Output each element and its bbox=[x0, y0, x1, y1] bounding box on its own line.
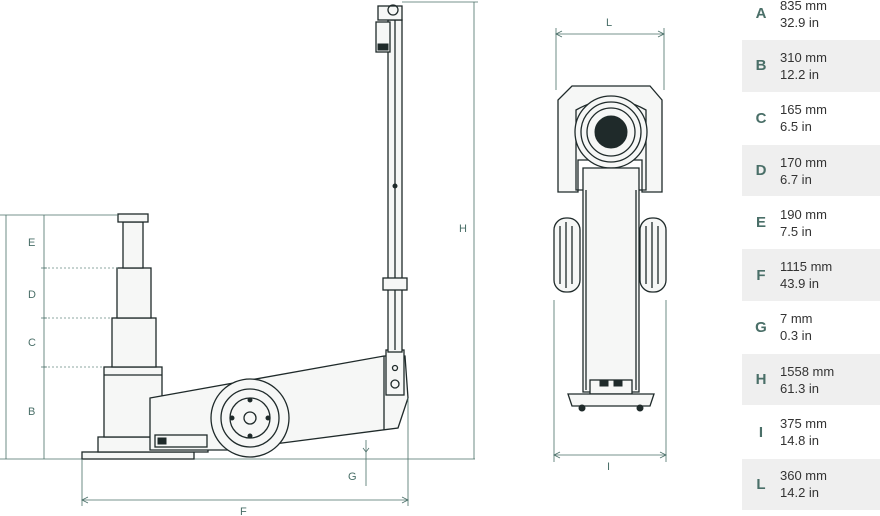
spec-mm: 835 mm bbox=[780, 0, 827, 13]
spec-in: 43.9 in bbox=[780, 276, 820, 292]
dim-label-g: G bbox=[348, 471, 357, 483]
spec-letter: A bbox=[755, 5, 767, 23]
spec-letter: B bbox=[755, 57, 767, 75]
spec-letter: I bbox=[758, 423, 764, 441]
spec-in: 32.9 in bbox=[780, 14, 820, 30]
dim-label-c: C bbox=[28, 337, 36, 349]
dim-label-l: L bbox=[606, 17, 612, 29]
spec-mm: 375 mm bbox=[780, 416, 827, 432]
spec-letter: D bbox=[755, 162, 767, 180]
spec-in: 14.8 in bbox=[780, 433, 820, 449]
spec-letter: F bbox=[756, 266, 766, 284]
spec-letter: G bbox=[755, 318, 767, 336]
spec-mm: 310 mm bbox=[780, 49, 827, 65]
technical-drawing: E D C B H G F L bbox=[0, 1, 667, 516]
dim-label-b: B bbox=[28, 406, 35, 418]
spec-in: 12.2 in bbox=[780, 66, 820, 82]
spec-mm: 7 mm bbox=[780, 311, 813, 327]
spec-mm: 170 mm bbox=[780, 154, 827, 170]
spec-letter: H bbox=[755, 371, 767, 389]
spec-mm: 360 mm bbox=[780, 468, 827, 484]
spec-mm: 190 mm bbox=[780, 206, 827, 222]
spec-letter: E bbox=[755, 214, 766, 232]
spec-letter: L bbox=[756, 475, 766, 493]
spec-in: 0.3 in bbox=[780, 328, 812, 344]
spec-mm: 1558 mm bbox=[780, 363, 835, 379]
spec-in: 61.3 in bbox=[780, 380, 820, 396]
spec-mm: 165 mm bbox=[780, 102, 827, 118]
dim-label-i: I bbox=[607, 461, 610, 473]
dim-label-d: D bbox=[28, 289, 36, 301]
front-view: L I bbox=[553, 17, 667, 473]
spec-in: 7.5 in bbox=[780, 223, 812, 239]
side-view: E D C B H G F bbox=[0, 1, 478, 516]
spec-mm: 1115 mm bbox=[780, 259, 833, 275]
spec-in: 6.7 in bbox=[780, 171, 812, 187]
spec-letter: C bbox=[755, 109, 767, 127]
spec-in: 14.2 in bbox=[780, 485, 820, 501]
dim-label-f: F bbox=[240, 506, 247, 516]
dim-label-e: E bbox=[28, 237, 35, 249]
dim-label-h: H bbox=[459, 223, 467, 235]
spec-in: 6.5 in bbox=[780, 119, 812, 135]
